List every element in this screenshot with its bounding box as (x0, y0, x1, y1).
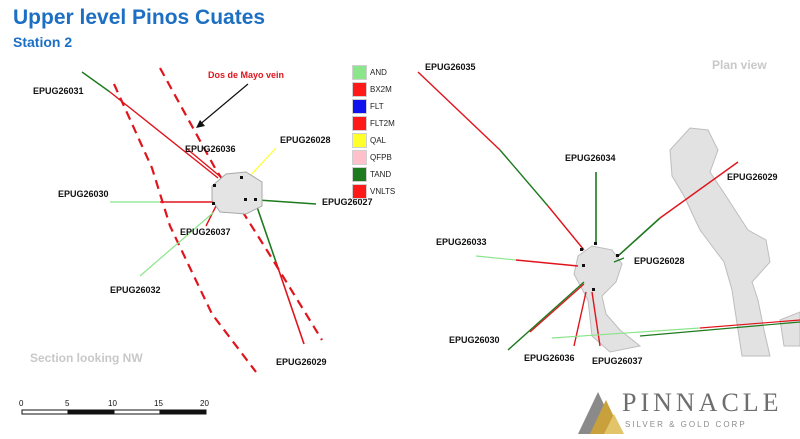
scale-tick-label: 10 (108, 399, 117, 408)
underground-workings-east-drift (779, 311, 800, 347)
legend-item: AND (352, 64, 395, 81)
plan-view: EPUG26035 EPUG26034 EPUG26029 EPUG26033 … (417, 62, 800, 366)
legend-swatch (352, 150, 367, 165)
collar-marker (580, 248, 583, 251)
plan-view-label: Plan view (712, 58, 767, 72)
legend-swatch (352, 82, 367, 97)
legend-label: FLT (370, 102, 384, 111)
hole-label-epug26032: EPUG26032 (110, 285, 161, 295)
legend-label: TAND (370, 170, 392, 179)
section-view: Dos de Mayo vein EPUG26031 EPUG26036 EPU… (33, 67, 373, 373)
drillhole-trace-epug26029 (255, 203, 277, 263)
legend-swatch (352, 65, 367, 80)
hole-label-epug26028: EPUG26028 (280, 135, 331, 145)
drillhole-trace-epug26037 (205, 205, 217, 227)
vein-annotation-label: Dos de Mayo vein (208, 70, 284, 80)
legend-item: QAL (352, 132, 395, 149)
drillhole-trace-epug26035-red2 (547, 205, 585, 251)
legend-item: QFPB (352, 149, 395, 166)
drillhole-trace-epug26035-green (499, 149, 549, 207)
drillhole-trace-epug26032 (139, 211, 215, 277)
station-cavity (211, 171, 263, 215)
drillhole-trace-east-red (699, 319, 800, 329)
collar-marker (240, 176, 243, 179)
collar-marker (254, 198, 257, 201)
legend-label: VNLTS (370, 187, 396, 196)
legend-label: BX2M (370, 85, 392, 94)
legend-label: FLT2M (370, 119, 395, 128)
drillhole-trace-epug26033-red (515, 259, 579, 267)
drillhole-trace-east-green (639, 321, 800, 337)
scale-tick-label: 0 (19, 399, 24, 408)
underground-workings-upper-drift (669, 127, 771, 357)
lithology-legend: AND BX2M FLT FLT2M QAL QFPB TAND VNLTS (352, 64, 395, 200)
hole-label-epug26027: EPUG26027 (322, 197, 373, 207)
legend-swatch (352, 133, 367, 148)
scale-bar: 0 5 10 15 20 (19, 399, 209, 415)
hole-label-epug26036: EPUG26036 (185, 144, 236, 154)
section-view-label: Section looking NW (30, 351, 143, 365)
hole-label-epug26029: EPUG26029 (276, 357, 327, 367)
drillhole-trace-epug26031 (81, 71, 111, 93)
pinnacle-logo-mark (578, 392, 624, 434)
hole-label-epug26028: EPUG26028 (634, 256, 685, 266)
drillhole-trace-epug26037 (591, 291, 601, 347)
legend-swatch (352, 184, 367, 199)
brand-tagline: SILVER & GOLD CORP (625, 420, 747, 429)
vein-dashed-line-west (112, 83, 257, 373)
collar-marker (592, 288, 595, 291)
hole-label-epug26034: EPUG26034 (565, 153, 616, 163)
legend-item: BX2M (352, 81, 395, 98)
drillhole-trace-epug26029-red (659, 161, 739, 219)
drillhole-trace-epug26036 (573, 291, 587, 347)
underground-workings-lower-drift (573, 245, 642, 353)
drillhole-trace-east (551, 327, 701, 339)
hole-label-epug26033: EPUG26033 (436, 237, 487, 247)
vein-annotation-arrow (197, 83, 249, 127)
hole-label-epug26037: EPUG26037 (180, 227, 231, 237)
hole-label-epug26030: EPUG26030 (449, 335, 500, 345)
drillhole-trace-epug26027 (257, 199, 317, 205)
collar-marker (582, 264, 585, 267)
drillhole-trace-epug26028 (247, 147, 277, 179)
collar-marker (212, 202, 215, 205)
drillhole-trace-epug26028 (613, 257, 625, 263)
scale-tick-label: 20 (200, 399, 209, 408)
drillhole-trace-epug26033 (475, 255, 517, 261)
legend-swatch (352, 99, 367, 114)
hole-label-epug26037: EPUG26037 (592, 356, 643, 366)
hole-label-epug26035: EPUG26035 (425, 62, 476, 72)
legend-item: TAND (352, 166, 395, 183)
brand-name: PINNACLE (622, 388, 783, 417)
drillhole-trace-epug26035 (417, 71, 501, 151)
hole-label-epug26029: EPUG26029 (727, 172, 778, 182)
legend-item: FLT (352, 98, 395, 115)
scale-tick-label: 5 (65, 399, 70, 408)
drillhole-trace-epug26036 (185, 147, 223, 179)
collar-marker (616, 254, 619, 257)
drillhole-trace-epug26030 (507, 281, 585, 351)
drillhole-trace-epug26030-red (529, 283, 585, 333)
legend-label: QFPB (370, 153, 392, 162)
legend-swatch (352, 167, 367, 182)
collar-marker (594, 242, 597, 245)
hole-label-epug26030: EPUG26030 (58, 189, 109, 199)
legend-label: AND (370, 68, 387, 77)
page-title: Upper level Pinos Cuates (13, 6, 266, 29)
legend-swatch (352, 116, 367, 131)
collar-marker (213, 184, 216, 187)
drillhole-trace-epug26029-red (275, 261, 305, 345)
hole-label-epug26036: EPUG26036 (524, 353, 575, 363)
legend-label: QAL (370, 136, 387, 145)
collar-marker (244, 198, 247, 201)
arrow-head-icon (196, 120, 205, 128)
scale-tick-label: 15 (154, 399, 163, 408)
drillhole-trace-epug26029 (617, 217, 661, 257)
legend-item: VNLTS (352, 183, 395, 200)
hole-label-epug26031: EPUG26031 (33, 86, 84, 96)
drillhole-trace-epug26031-red (109, 91, 219, 179)
legend-item: FLT2M (352, 115, 395, 132)
page-subtitle: Station 2 (13, 34, 73, 50)
